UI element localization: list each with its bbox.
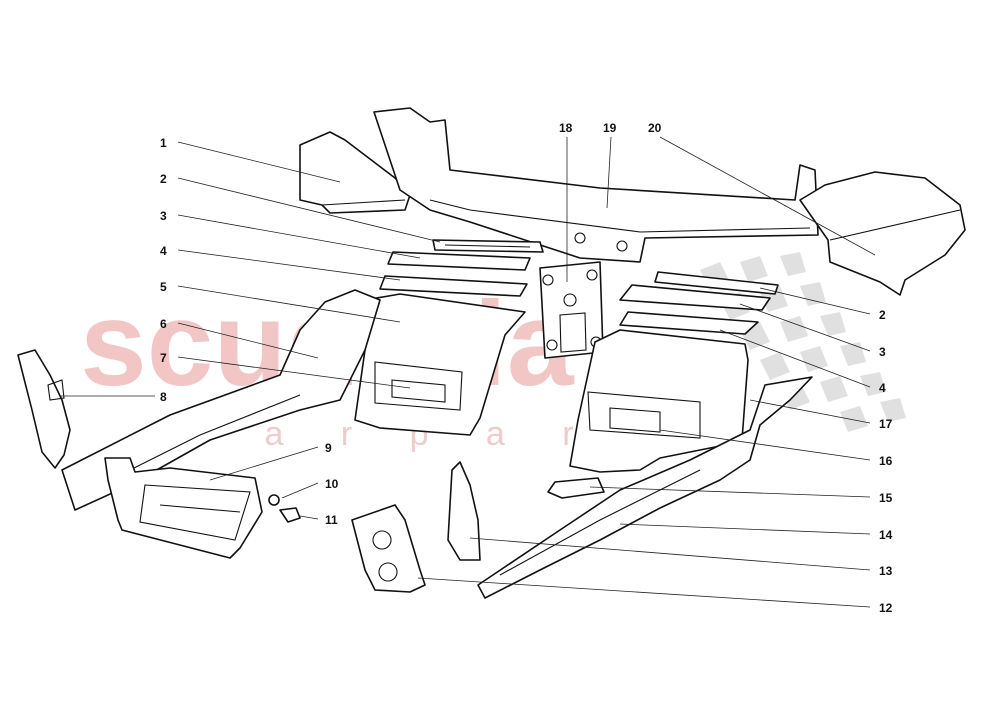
part-19-rear-bulkhead — [373, 107, 819, 263]
callout-17: 17 — [879, 417, 893, 431]
callout-20: 20 — [648, 121, 662, 135]
part-15-small-bracket — [547, 477, 605, 499]
callout-labels: 1 2 3 4 5 6 7 8 9 10 11 18 19 20 2 3 4 1… — [160, 121, 893, 615]
callout-5: 5 — [160, 280, 167, 294]
callout-2-right: 2 — [879, 308, 886, 322]
part-18-bracket-plate — [539, 261, 604, 359]
callout-3-right: 3 — [879, 345, 886, 359]
part-12-side-cover — [351, 504, 426, 593]
callout-3-left: 3 — [160, 209, 167, 223]
callout-19: 19 — [603, 121, 617, 135]
callout-4-left: 4 — [160, 244, 167, 258]
part-3-plate-right — [619, 284, 771, 311]
callout-9: 9 — [325, 441, 332, 455]
callout-13: 13 — [879, 564, 893, 578]
part-5-left-seat-frame — [354, 293, 526, 436]
callout-11: 11 — [325, 513, 338, 527]
callout-18: 18 — [559, 121, 573, 135]
callout-4-right: 4 — [879, 381, 886, 395]
part-3-plate-left — [387, 251, 531, 271]
part-13-side-brace — [447, 461, 481, 561]
callout-2-left: 2 — [160, 172, 167, 186]
callout-1: 1 — [160, 136, 167, 150]
part-9-floor-pan — [104, 457, 263, 559]
part-17-right-sill — [477, 376, 813, 599]
part-20-right-rear-panel — [799, 171, 966, 296]
callout-10: 10 — [325, 477, 339, 491]
part-2-strip-left — [432, 239, 544, 253]
leader-lines — [60, 136, 876, 608]
callout-15: 15 — [879, 491, 893, 505]
part-10-grommet — [268, 494, 280, 506]
part-8-left-rear-brace — [17, 349, 71, 469]
part-4-plate-left — [379, 275, 528, 297]
callout-12: 12 — [879, 601, 893, 615]
callout-6: 6 — [160, 317, 167, 331]
part-2-strip-right — [654, 271, 779, 295]
callout-14: 14 — [879, 528, 893, 542]
part-1-left-rear-panel — [299, 131, 411, 214]
callout-7: 7 — [160, 351, 167, 365]
callout-16: 16 — [879, 454, 893, 468]
part-4-plate-right — [619, 311, 759, 335]
part-11-plug — [279, 507, 301, 523]
callout-8: 8 — [160, 390, 167, 404]
